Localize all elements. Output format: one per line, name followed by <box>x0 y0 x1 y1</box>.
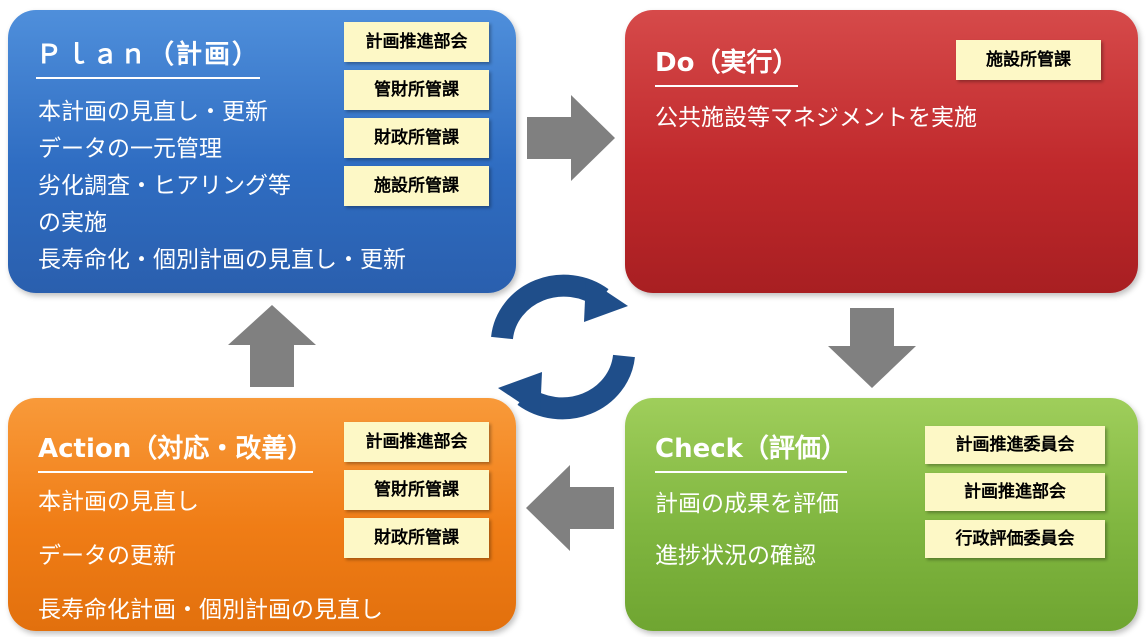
plan-tag-1: 計画推進部会 <box>344 22 489 62</box>
action-title: Action（対応・改善） <box>38 428 314 473</box>
action-tag-3: 財政所管課 <box>344 518 489 558</box>
arrow-left-icon <box>526 465 614 551</box>
action-line-1: 本計画の見直し <box>38 489 199 515</box>
plan-tag-4: 施設所管課 <box>344 166 489 206</box>
arrow-right-icon <box>527 95 615 181</box>
arrow-down-icon <box>828 308 916 388</box>
plan-tag-3: 財政所管課 <box>344 118 489 158</box>
check-title: Check（評価） <box>655 428 847 473</box>
check-line-1: 計画の成果を評価 <box>655 491 839 517</box>
cycle-icon <box>491 274 635 420</box>
check-tag-1: 計画推進委員会 <box>925 426 1105 464</box>
plan-line-4: の実施 <box>38 210 107 236</box>
plan-line-1: 本計画の見直し・更新 <box>38 99 268 125</box>
plan-line-2: データの一元管理 <box>38 136 222 162</box>
action-line-3: 長寿命化計画・個別計画の見直し <box>38 597 383 623</box>
plan-title: Ｐｌａｎ（計画） <box>36 34 261 79</box>
action-tag-2: 管財所管課 <box>344 470 489 510</box>
do-tag-1: 施設所管課 <box>956 40 1101 80</box>
do-line-1: 公共施設等マネジメントを実施 <box>655 105 977 131</box>
plan-tag-2: 管財所管課 <box>344 70 489 110</box>
check-tag-3: 行政評価委員会 <box>925 520 1105 558</box>
do-title: Do（実行） <box>655 42 799 87</box>
arrow-up-icon <box>228 305 316 387</box>
action-line-2: データの更新 <box>38 543 176 569</box>
check-tag-2: 計画推進部会 <box>925 473 1105 511</box>
plan-line-3: 劣化調査・ヒアリング等 <box>38 173 291 199</box>
plan-line-5: 長寿命化・個別計画の見直し・更新 <box>38 247 406 273</box>
check-line-2: 進捗状況の確認 <box>655 543 816 569</box>
action-tag-1: 計画推進部会 <box>344 422 489 462</box>
